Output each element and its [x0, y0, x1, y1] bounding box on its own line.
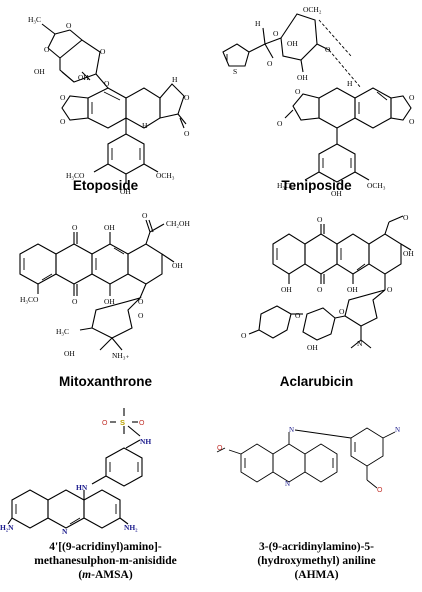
svg-text:O: O [317, 285, 323, 294]
svg-text:O: O [138, 297, 144, 306]
svg-text:S: S [233, 67, 237, 76]
svg-text:O: O [277, 119, 283, 128]
aclarubicin-name: Aclarubicin [279, 374, 354, 389]
svg-text:O: O [142, 211, 148, 220]
svg-text:O: O [241, 331, 247, 340]
svg-text:O: O [409, 117, 415, 126]
svg-text:O: O [72, 297, 78, 306]
amsa-drawing: S S O O NH HN N H₂N NH₂ [0, 408, 151, 536]
etoposide-name: Etoposide [72, 178, 139, 193]
svg-text:OH: OH [307, 343, 318, 352]
svg-text:HN: HN [76, 483, 88, 492]
mitoxanthrone-structure: O OH O CH₂OH OH O OH O H₃CO O H₃C OH NH₃… [0, 210, 211, 370]
svg-text:O: O [325, 45, 331, 54]
teniposide-drawing: OCH₂ H O S O OH OH O H O O O O H₃CO OCH₃… [222, 5, 415, 198]
svg-text:O: O [267, 59, 273, 68]
svg-text:OH: OH [287, 39, 298, 48]
ahma-structure: O N N N O [211, 410, 422, 530]
svg-text:OH: OH [347, 285, 358, 294]
ahma-name-line3: (AHMA) [294, 569, 339, 581]
ahma-name-line2: (hydroxymethyl) aniline [257, 555, 376, 567]
svg-text:NH₃₊: NH₃₊ [112, 351, 129, 360]
etoposide-structure: H₃C O O OH OH O O O O H O O H H₃CO OCH₃ … [0, 0, 211, 200]
aclarubicin-structure: O O OH O OH OH O O O O OH N [211, 210, 422, 370]
amsa-name: 4'[(9-acridinyl)amino]- methanesulphon-m… [0, 540, 211, 582]
svg-text:O: O [60, 93, 66, 102]
svg-text:H₃C: H₃C [28, 15, 41, 24]
svg-text:H₃CO: H₃CO [277, 181, 296, 190]
svg-text:O: O [317, 215, 323, 224]
svg-text:H: H [142, 121, 148, 130]
svg-text:O: O [295, 87, 301, 96]
svg-text:OH: OH [64, 349, 75, 358]
svg-text:O: O [44, 45, 50, 54]
svg-text:NH₂: NH₂ [124, 523, 138, 532]
ahma-name: 3-(9-acridinylamino)-5- (hydroxymethyl) … [211, 540, 422, 582]
svg-text:OCH₃: OCH₃ [156, 171, 175, 180]
svg-text:O: O [60, 117, 66, 126]
ahma-name-line1: 3-(9-acridinylamino)-5- [259, 541, 374, 553]
amsa-name-line2: methanesulphon-m-anisidide [34, 555, 177, 567]
svg-text:OH: OH [78, 73, 89, 82]
svg-text:S: S [120, 418, 125, 427]
amsa-name-line3: (m-AMSA) [78, 569, 133, 581]
svg-text:N: N [395, 426, 400, 434]
amsa-name-line1: 4'[(9-acridinyl)amino]- [49, 541, 162, 553]
svg-text:OCH₂: OCH₂ [303, 5, 322, 14]
svg-text:N: N [62, 527, 68, 536]
svg-text:O: O [184, 93, 190, 102]
svg-text:O: O [409, 93, 415, 102]
svg-text:O: O [184, 129, 190, 138]
svg-text:N: N [285, 480, 290, 488]
svg-text:H: H [347, 79, 353, 88]
ahma-drawing: O N N N O [216, 426, 400, 494]
svg-text:O: O [273, 29, 279, 38]
svg-text:O: O [66, 21, 72, 30]
etoposide-drawing: H₃C O O OH OH O O O O H O O H H₃CO OCH₃ … [28, 15, 190, 196]
amsa-structure: S S O O NH HN N H₂N NH₂ [0, 396, 211, 536]
svg-text:O: O [139, 420, 145, 427]
svg-text:H: H [172, 75, 178, 84]
teniposide-name: Teniposide [281, 178, 352, 193]
svg-text:N: N [289, 426, 294, 434]
svg-text:O: O [104, 79, 110, 88]
svg-text:H₃CO: H₃CO [20, 295, 39, 304]
svg-text:O: O [72, 223, 78, 232]
svg-text:OH: OH [403, 249, 414, 258]
svg-text:O: O [217, 445, 223, 452]
svg-text:O: O [102, 420, 108, 427]
svg-text:OH: OH [120, 187, 131, 196]
svg-text:OH: OH [297, 73, 308, 82]
svg-text:N: N [357, 339, 363, 348]
svg-text:H₃CO: H₃CO [66, 171, 85, 180]
svg-text:OH: OH [331, 189, 342, 198]
svg-text:H₂N: H₂N [0, 523, 14, 532]
svg-text:O: O [339, 307, 345, 316]
svg-text:O: O [377, 487, 383, 494]
svg-text:OH: OH [34, 67, 45, 76]
svg-text:OH: OH [104, 297, 115, 306]
svg-text:O: O [403, 213, 409, 222]
mitoxanthrone-drawing: O OH O CH₂OH OH O OH O H₃CO O H₃C OH NH₃… [19, 211, 190, 360]
svg-text:OH: OH [172, 261, 183, 270]
svg-text:O: O [138, 311, 144, 320]
svg-text:O: O [100, 47, 106, 56]
svg-text:OH: OH [104, 223, 115, 232]
svg-text:O: O [295, 311, 301, 320]
mitoxanthrone-name: Mitoxanthrone [59, 374, 152, 389]
svg-text:OH: OH [281, 285, 292, 294]
svg-text:CH₂OH: CH₂OH [166, 219, 190, 228]
svg-text:H₃C: H₃C [56, 327, 69, 336]
svg-text:H: H [255, 19, 261, 28]
aclarubicin-drawing: O O OH O OH OH O O O O OH N [241, 213, 414, 352]
teniposide-structure: OCH₂ H O S O OH OH O H O O O O H₃CO OCH₃… [211, 0, 422, 200]
svg-text:OCH₃: OCH₃ [367, 181, 386, 190]
svg-text:O: O [387, 285, 393, 294]
svg-text:NH: NH [140, 437, 151, 446]
